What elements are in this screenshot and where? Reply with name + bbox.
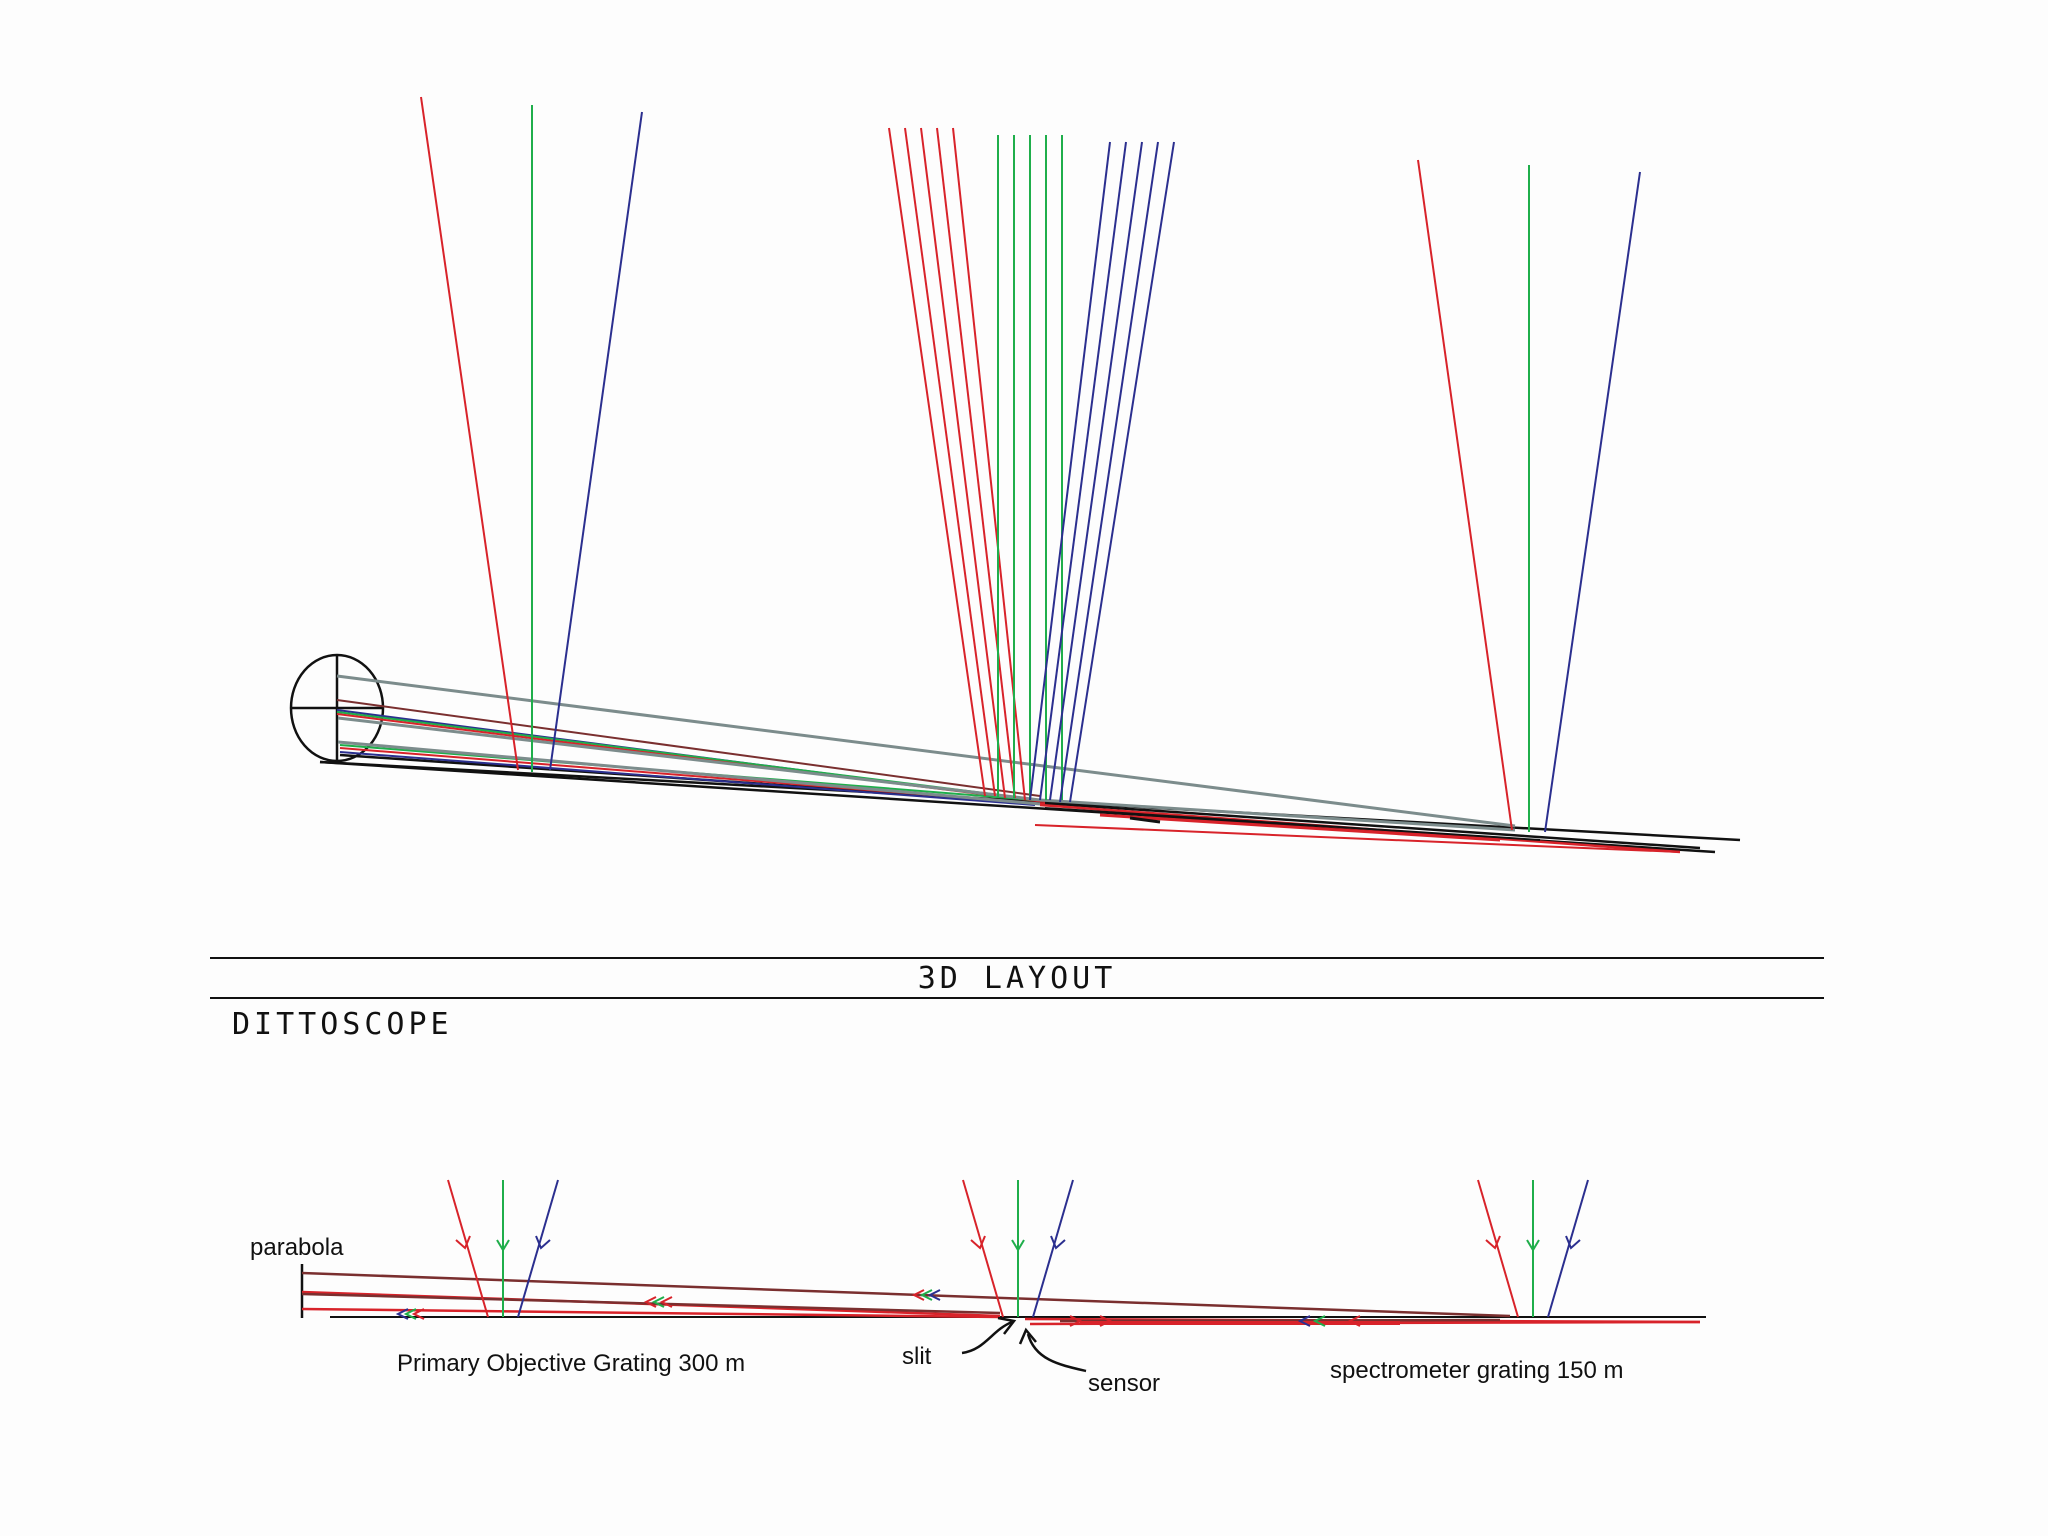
schematic-labels: parabola Primary Objective Grating 300 m… [250,1234,1623,1397]
bottom-left-fan [447,1179,559,1318]
spectrometer-grating-label: spectrometer grating 150 m [1330,1357,1623,1384]
top-middle-fan [888,127,1175,803]
parabola-label: parabola [250,1234,344,1261]
beam-direction-arrows [395,1289,1361,1327]
top-right-fan [1417,159,1641,833]
bottom-middle-fan [962,1179,1074,1318]
slit-label: slit [902,1343,932,1370]
top-beams-to-middle [336,699,1046,806]
top-beams-to-right [336,674,1681,854]
drawing-frame: 3D LAYOUT DITTOSCOPE [210,957,1824,1042]
sensor-label: sensor [1088,1370,1160,1397]
parabola-mirror-ellipse [289,653,385,763]
bottom-right-fan [1477,1179,1589,1318]
top-3d-layout-view [289,96,1741,854]
slit-pointer-arrow [961,1316,1017,1355]
layout-title: 3D LAYOUT [918,961,1117,996]
primary-grating-label: Primary Objective Grating 300 m [397,1350,745,1377]
bottom-schematic-view [300,1179,1706,1373]
sensor-pointer-arrow [1018,1327,1087,1373]
system-name: DITTOSCOPE [232,1007,453,1042]
top-left-fan [420,96,643,772]
